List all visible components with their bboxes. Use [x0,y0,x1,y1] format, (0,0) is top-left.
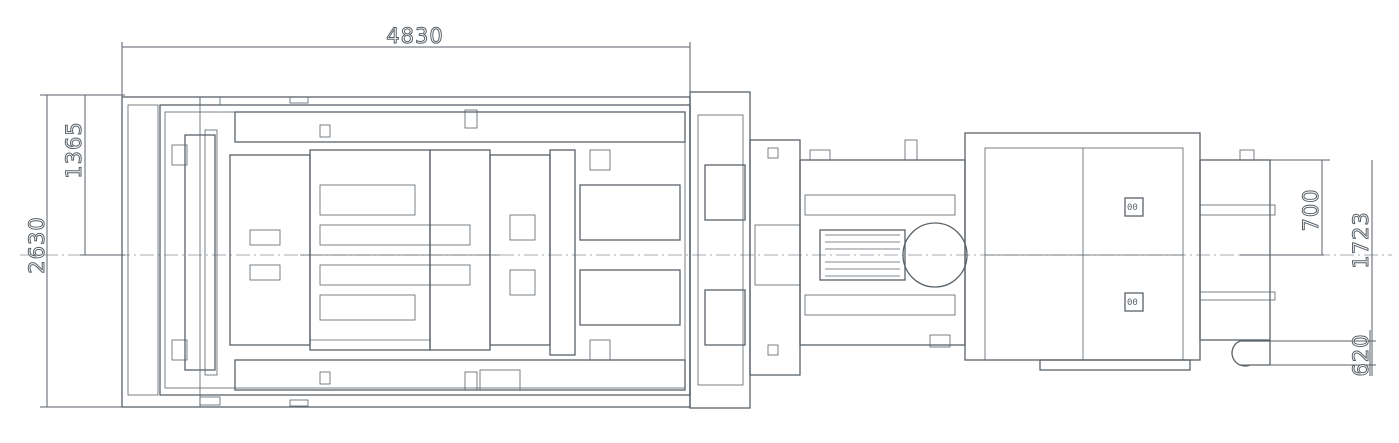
dimension-overall-width: 2630 1365 [25,94,125,408]
rear-cabinet: 00 00 [964,132,1276,371]
drive-section [799,139,968,348]
svg-text:00: 00 [1127,203,1138,213]
dimension-label-half-width: 1365 [62,121,86,178]
dimension-label-length: 4830 [386,24,443,48]
dimension-label-1723: 1723 [1349,211,1373,268]
dimension-label-width: 2630 [25,216,49,273]
dimension-label-700: 700 [1299,188,1323,231]
main-frame [121,96,691,408]
dimension-tail: 700 1723 620 [1240,159,1376,377]
flywheel [902,222,968,288]
dimension-overall-length: 4830 [121,24,691,100]
svg-text:00: 00 [1127,298,1138,308]
transition-block [689,91,801,409]
dimension-label-620: 620 [1349,333,1373,376]
cabinet-marker-upper [1124,197,1144,217]
cabinet-marker-lower [1124,292,1144,312]
